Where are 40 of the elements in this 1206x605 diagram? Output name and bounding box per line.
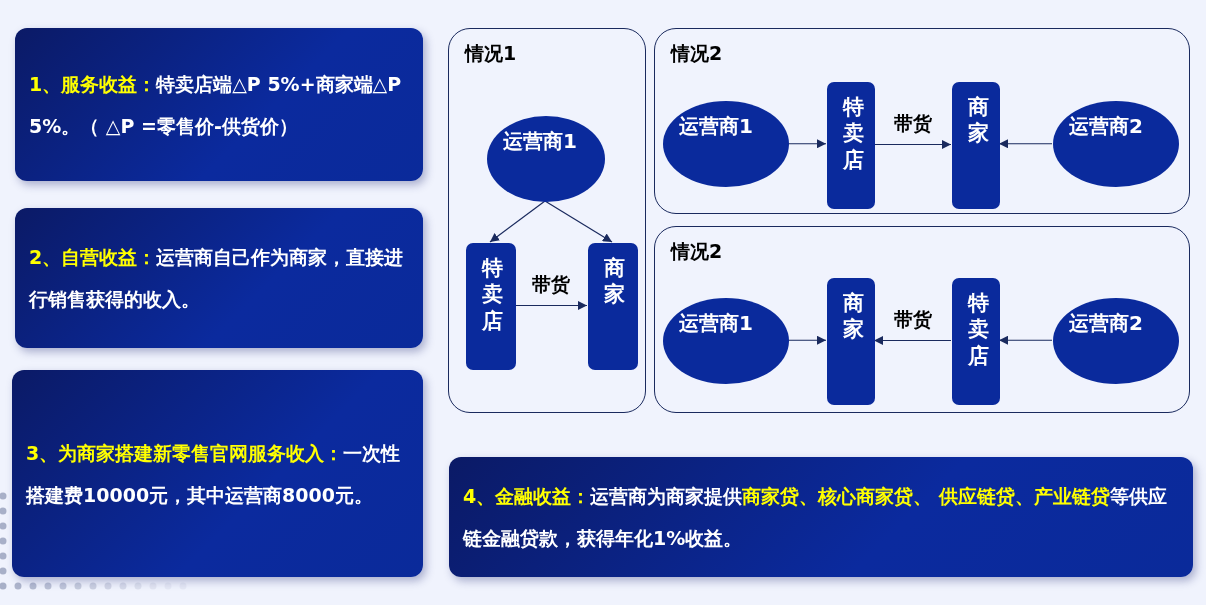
card-text: 3、为商家搭建新零售官网服务收入：一次性搭建费10000元，其中运营商8000元。 bbox=[26, 440, 402, 508]
arrow bbox=[998, 335, 1053, 345]
scenario-panel bbox=[654, 28, 1190, 214]
entity-box bbox=[952, 82, 1000, 209]
node-label: 运营商1 bbox=[679, 113, 753, 140]
entity-box bbox=[466, 243, 516, 370]
arrow bbox=[544, 200, 613, 243]
card-text: 4、金融收益：运营商为商家提供商家贷、核心商家贷、 供应链贷、产业链贷等供应链金融贷款，获得年化1%收益。 bbox=[463, 484, 1168, 551]
node-label: 特卖店 bbox=[843, 94, 864, 173]
info-card bbox=[15, 208, 423, 348]
arrow bbox=[998, 139, 1053, 149]
arrow bbox=[787, 335, 827, 345]
arrow bbox=[514, 301, 588, 310]
node-label: 运营商2 bbox=[1069, 113, 1143, 140]
node-label: 运营商1 bbox=[503, 128, 577, 155]
panel-title: 情况2 bbox=[671, 41, 723, 66]
panel-title: 情况1 bbox=[465, 41, 517, 66]
node-label: 运营商1 bbox=[679, 310, 753, 337]
arrow bbox=[489, 200, 546, 243]
panel-title: 情况2 bbox=[671, 239, 723, 264]
node-label: 特卖店 bbox=[482, 255, 503, 334]
info-card bbox=[449, 457, 1193, 577]
scenario-panel bbox=[448, 28, 646, 413]
entity-box bbox=[588, 243, 638, 370]
node-label: 商家 bbox=[968, 94, 989, 147]
node-label: 特卖店 bbox=[968, 290, 989, 369]
node-label: 商家 bbox=[843, 290, 864, 343]
card-text: 1、服务收益：特卖店端△P 5%+商家端△P 5%。（ △P =零售价-供货价） bbox=[29, 71, 403, 139]
node-label: 商家 bbox=[604, 255, 625, 308]
arrow bbox=[873, 336, 952, 345]
card-text: 2、自营收益：运营商自己作为商家，直接进行销售获得的收入。 bbox=[29, 245, 405, 312]
arrow bbox=[873, 140, 952, 149]
node-label: 运营商2 bbox=[1069, 310, 1143, 337]
arrow bbox=[787, 139, 827, 149]
entity-box bbox=[827, 278, 875, 405]
info-card bbox=[15, 28, 423, 181]
info-card bbox=[12, 370, 423, 577]
entity-box bbox=[827, 82, 875, 209]
entity-box bbox=[952, 278, 1000, 405]
scenario-panel bbox=[654, 226, 1190, 413]
